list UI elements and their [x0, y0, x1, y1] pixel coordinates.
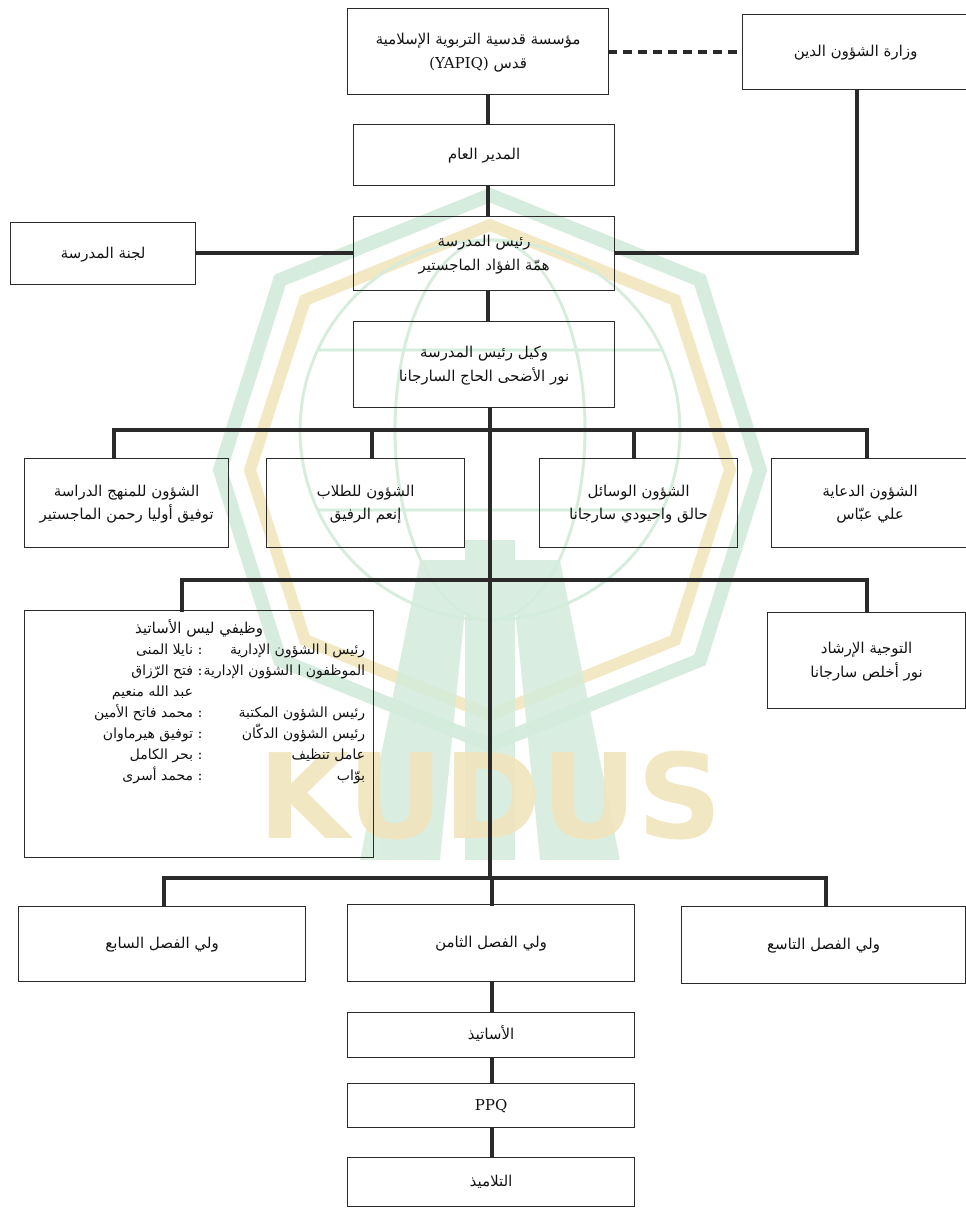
staff-row: رئيس ا الشؤون الإدارية : نايلا المنى [33, 640, 365, 661]
staff-role: رئيس ا الشؤون الإدارية [229, 641, 365, 658]
staff-role: عامل تنظيف [291, 746, 366, 763]
headmaster-line1: رئيس المدرسة [437, 232, 531, 251]
staff-title: وظيفي ليس الأساتيذ [135, 619, 263, 637]
facilities-box: الشؤون الوسائل حالق واحيودي سارجانا [539, 458, 738, 548]
students-box: التلاميذ [347, 1157, 635, 1207]
class8-line1: ولي الفصل الثامن [435, 933, 547, 952]
staff-separator: : [197, 704, 203, 721]
class9-box: ولي الفصل التاسع [681, 906, 966, 984]
school-committee-line1: لجنة المدرسة [60, 243, 146, 262]
vice-headmaster-line1: وكيل رئيس المدرسة [420, 343, 549, 362]
students-affairs-line1: الشؤون للطلاب [316, 481, 415, 500]
curriculum-line2: توفيق أوليا رحمن الماجستير [39, 505, 214, 523]
counseling-line2: نور أخلص سارجانا [810, 662, 923, 681]
staff-row: بوّاب : محمد أسرى [33, 766, 365, 787]
foundation-line2: قدس (YAPIQ) [429, 53, 527, 72]
staff-role: رئيس الشؤون المكتبة [238, 704, 366, 721]
staff-row: الموظفون ا الشؤون الإدارية : فتح الرّزاق [33, 661, 365, 682]
dawah-box: الشؤون الدعاية علي عبّاس [771, 458, 966, 548]
staff-row: عامل تنظيف : بحر الكامل [33, 745, 365, 766]
class7-box: ولي الفصل السابع [18, 906, 306, 982]
headmaster-line2: همّة الفؤاد الماجستير [418, 255, 550, 274]
vice-headmaster-box: وكيل رئيس المدرسة نور الأضحى الحاج السار… [353, 321, 615, 408]
ppq-box: PPQ [347, 1083, 635, 1128]
students-affairs-line2: إنعم الرفيق [329, 505, 402, 523]
counseling-line1: التوجية الإرشاد [820, 639, 913, 658]
vice-headmaster-line2: نور الأضحى الحاج السارجانا [398, 366, 570, 385]
staff-separator: : [197, 746, 203, 763]
staff-name: بحر الكامل [129, 746, 193, 763]
foundation-box: مؤسسة قدسية التربوية الإسلامية قدس (YAPI… [347, 8, 609, 95]
staff-name: محمد أسرى [122, 767, 193, 784]
general-director-line1: المدير العام [447, 145, 521, 164]
staff-continuation: عبد الله منعيم [111, 683, 193, 700]
headmaster-box: رئيس المدرسة همّة الفؤاد الماجستير [353, 216, 615, 291]
foundation-line1: مؤسسة قدسية التربوية الإسلامية [375, 30, 581, 49]
class8-box: ولي الفصل الثامن [347, 904, 635, 982]
staff-name: فتح الرّزاق [131, 662, 193, 679]
curriculum-line1: الشؤون للمنهج الدراسة [53, 481, 200, 500]
teachers-box: الأساتيذ [347, 1012, 635, 1058]
dawah-line1: الشؤون الدعاية [822, 481, 918, 500]
staff-role: بوّاب [336, 767, 365, 784]
staff-row: رئيس الشؤون المكتبة : محمد فاتح الأمين [33, 703, 365, 724]
students-affairs-box: الشؤون للطلاب إنعم الرفيق [266, 458, 465, 548]
curriculum-box: الشؤون للمنهج الدراسة توفيق أوليا رحمن ا… [24, 458, 229, 548]
school-committee-box: لجنة المدرسة [10, 222, 196, 285]
facilities-line2: حالق واحيودي سارجانا [569, 505, 708, 523]
counseling-box: التوجية الإرشاد نور أخلص سارجانا [767, 612, 966, 709]
staff-separator: : [197, 725, 203, 742]
teachers-line1: الأساتيذ [467, 1025, 515, 1044]
ppq-line1: PPQ [474, 1095, 508, 1114]
facilities-line1: الشؤون الوسائل [587, 481, 690, 500]
staff-row: رئيس الشؤون الدكّان : توفيق هيرماوان [33, 724, 365, 745]
staff-separator: : [197, 641, 203, 658]
class7-line1: ولي الفصل السابع [105, 934, 219, 953]
staff-name: توفيق هيرماوان [102, 725, 193, 742]
staff-box: وظيفي ليس الأساتيذ رئيس ا الشؤون الإداري… [24, 610, 374, 858]
staff-name: محمد فاتح الأمين [93, 704, 193, 721]
staff-separator: : [197, 662, 203, 679]
ministry-line1: وزارة الشؤون الدين [793, 42, 918, 61]
staff-role: رئيس الشؤون الدكّان [241, 725, 365, 742]
class9-line1: ولي الفصل التاسع [767, 935, 880, 954]
staff-separator: : [197, 767, 203, 784]
students-line1: التلاميذ [469, 1172, 513, 1191]
ministry-box: وزارة الشؤون الدين [742, 14, 966, 90]
staff-role: الموظفون ا الشؤون الإدارية [203, 662, 365, 679]
dawah-line2: علي عبّاس [836, 505, 904, 523]
staff-name: نايلا المنى [135, 641, 193, 658]
general-director-box: المدير العام [353, 124, 615, 186]
